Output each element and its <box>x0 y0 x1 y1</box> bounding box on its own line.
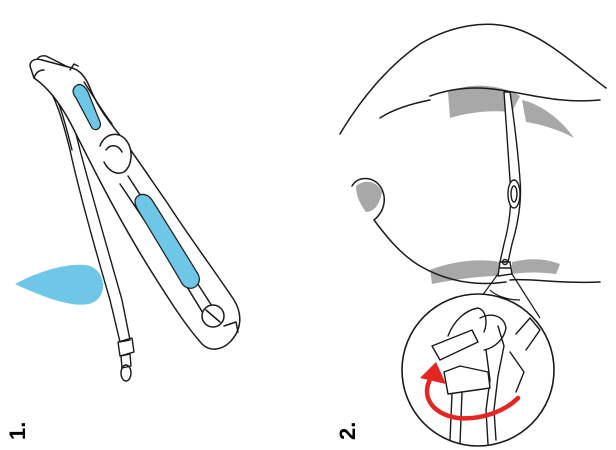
zoom-detail <box>402 294 554 446</box>
step-1-panel: 1. <box>5 56 240 440</box>
step-2-panel: 2. <box>335 24 606 446</box>
strap-slot <box>508 180 520 208</box>
strap-worn <box>498 92 521 276</box>
water-drop-icon <box>15 265 103 305</box>
step-1-number: 1. <box>5 422 30 440</box>
shadow-areas <box>356 86 574 284</box>
step-2-number: 2. <box>335 422 360 440</box>
head-outline <box>340 24 606 283</box>
